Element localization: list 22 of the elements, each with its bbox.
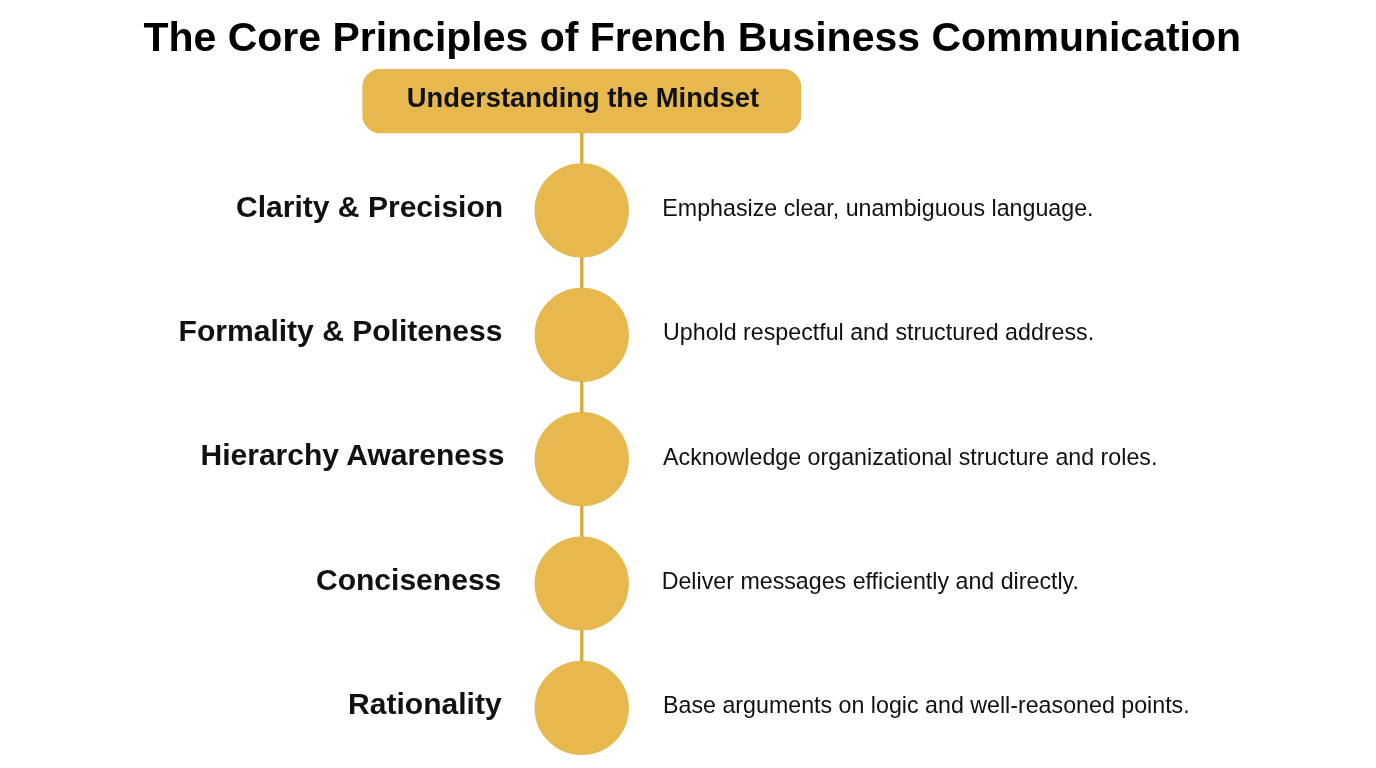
connector bbox=[580, 505, 584, 537]
node-label: Uphold respectful and structured address. bbox=[663, 319, 1095, 346]
node-label: Clarity & Precision bbox=[235, 189, 504, 223]
node-circle bbox=[534, 412, 629, 507]
node-circle bbox=[534, 163, 629, 258]
node-label: Hierarchy Awareness bbox=[200, 438, 505, 472]
diagram-title: The Core Principles of French Business Communication bbox=[143, 13, 1242, 60]
connector bbox=[580, 257, 584, 289]
node-label: Emphasize clear, unambiguous language. bbox=[662, 195, 1094, 222]
connector bbox=[580, 630, 584, 662]
node-box: Understanding the Mindset bbox=[362, 69, 802, 134]
node-label: Acknowledge organizational structure and roles. bbox=[663, 443, 1158, 470]
connector bbox=[580, 381, 584, 413]
node-circle bbox=[534, 287, 629, 382]
node-label: Base arguments on logic and well-reasoned points. bbox=[663, 692, 1190, 719]
node-circle bbox=[534, 536, 629, 631]
node-label: Deliver messages efficiently and directly. bbox=[661, 568, 1079, 595]
node-circle bbox=[534, 660, 629, 756]
connector bbox=[580, 132, 584, 164]
node-label: Formality & Politeness bbox=[178, 314, 503, 348]
node-label: Rationality bbox=[348, 687, 502, 721]
node-label: Conciseness bbox=[315, 562, 502, 596]
